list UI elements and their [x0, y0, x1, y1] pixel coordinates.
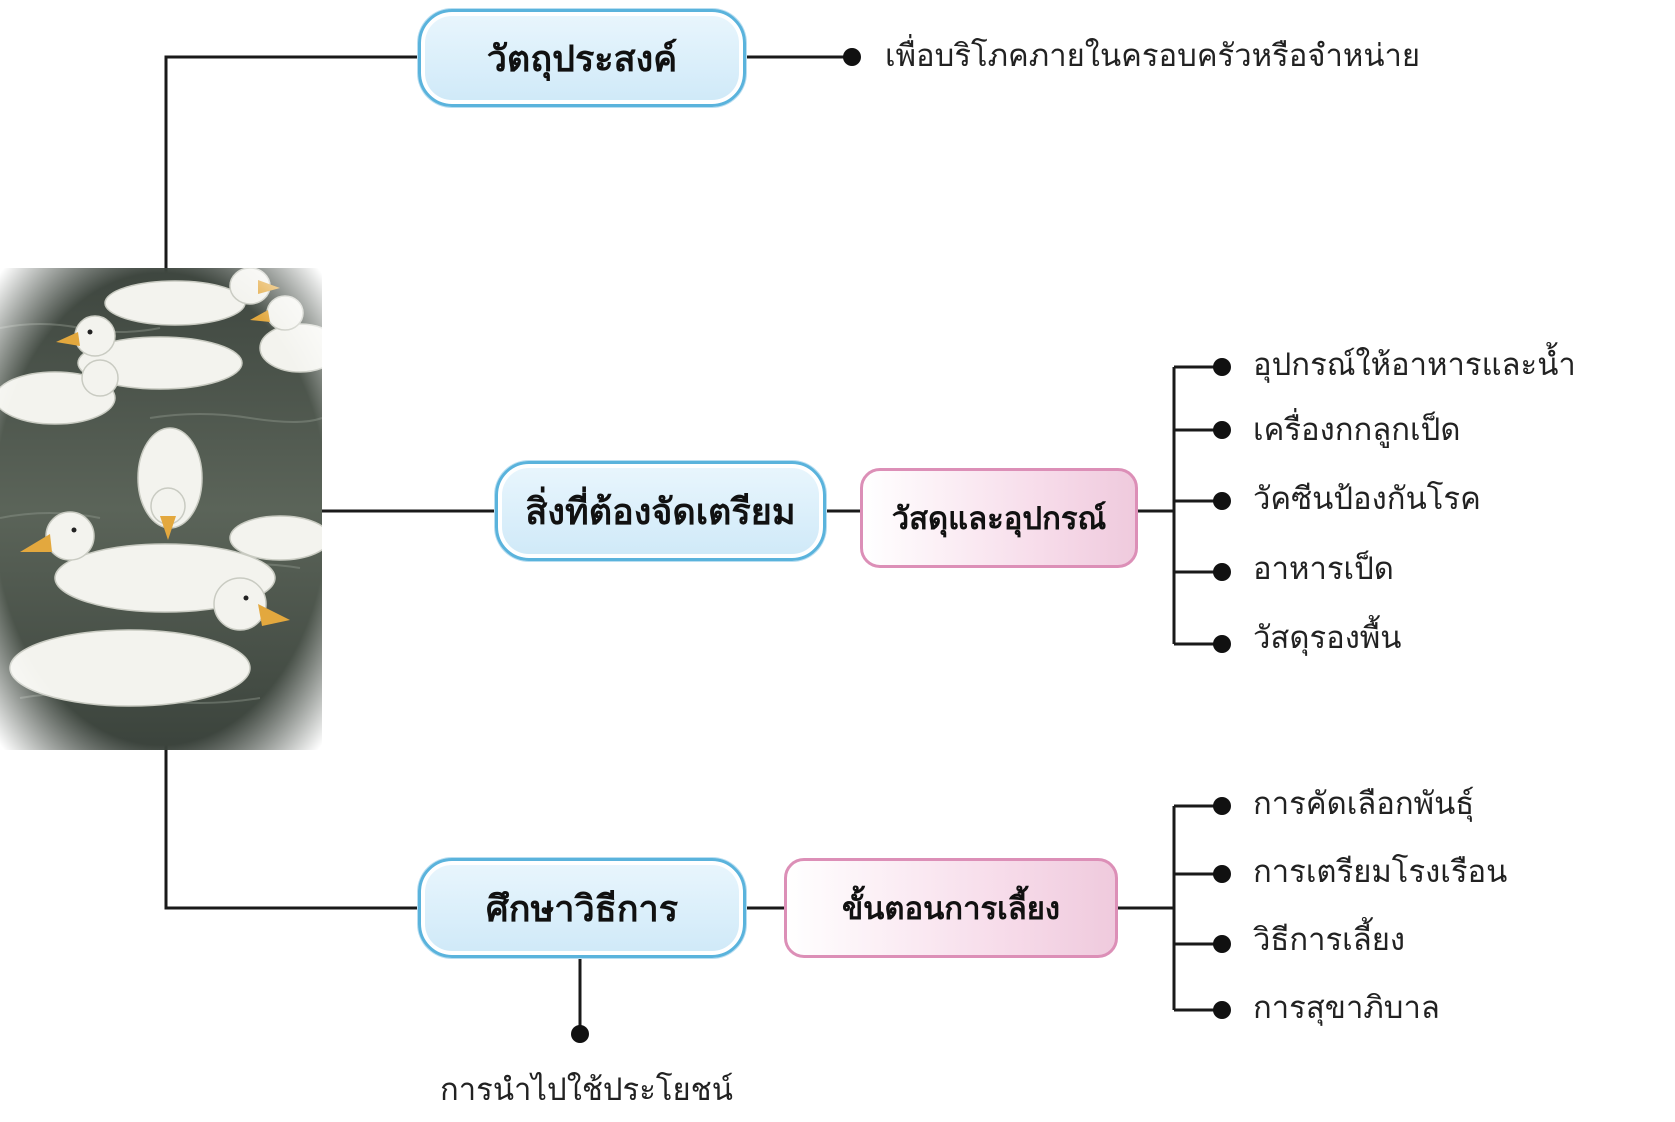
- bullet-dot: [1213, 797, 1231, 815]
- bullet-dot: [1213, 865, 1231, 883]
- materials-item: อุปกรณ์ให้อาหารและน้ำ: [1253, 347, 1576, 383]
- bullet-dot: [1213, 563, 1231, 581]
- steps-node: ขั้นตอนการเลี้ยง: [784, 858, 1118, 958]
- objective-node: วัตถุประสงค์: [418, 9, 746, 107]
- steps-item: การสุขาภิบาล: [1253, 990, 1440, 1026]
- study-label: ศึกษาวิธีการ: [485, 888, 679, 930]
- bullet-dot: [571, 1025, 589, 1043]
- materials-node: วัสดุและอุปกรณ์: [860, 468, 1138, 568]
- connector-photo-objective: [164, 55, 418, 282]
- bullet-dot: [1213, 358, 1231, 376]
- study-node: ศึกษาวิธีการ: [418, 858, 746, 958]
- steps-item: วิธีการเลี้ยง: [1253, 922, 1406, 958]
- bullet-dot: [1213, 492, 1231, 510]
- materials-label: วัสดุและอุปกรณ์: [891, 501, 1107, 537]
- objective-label: วัตถุประสงค์: [486, 38, 678, 80]
- materials-item: อาหารเป็ด: [1253, 551, 1394, 587]
- bullet-dot: [1213, 1001, 1231, 1019]
- bullet-dot: [843, 48, 861, 66]
- steps-item: การคัดเลือกพันธุ์: [1253, 786, 1475, 822]
- materials-item: วัคซีนป้องกันโรค: [1253, 481, 1481, 517]
- objective-detail: เพื่อบริโภคภายในครอบครัวหรือจำหน่าย: [885, 38, 1421, 74]
- steps-label: ขั้นตอนการเลี้ยง: [841, 891, 1061, 927]
- bullet-dot: [1213, 635, 1231, 653]
- ducks-photo: [0, 268, 322, 750]
- materials-item: วัสดุรองพื้น: [1253, 620, 1402, 656]
- preparation-node: สิ่งที่ต้องจัดเตรียม: [495, 461, 826, 561]
- bullet-dot: [1213, 935, 1231, 953]
- bullet-dot: [1213, 421, 1231, 439]
- materials-branches: [1174, 365, 1222, 646]
- materials-item: เครื่องกกลูกเป็ด: [1253, 412, 1461, 448]
- steps-item: การเตรียมโรงเรือน: [1253, 854, 1508, 890]
- usage-label: การนำไปใช้ประโยชน์: [440, 1072, 733, 1108]
- preparation-label: สิ่งที่ต้องจัดเตรียม: [525, 491, 796, 533]
- steps-branches: [1174, 804, 1222, 1012]
- connector-photo-study: [164, 728, 418, 910]
